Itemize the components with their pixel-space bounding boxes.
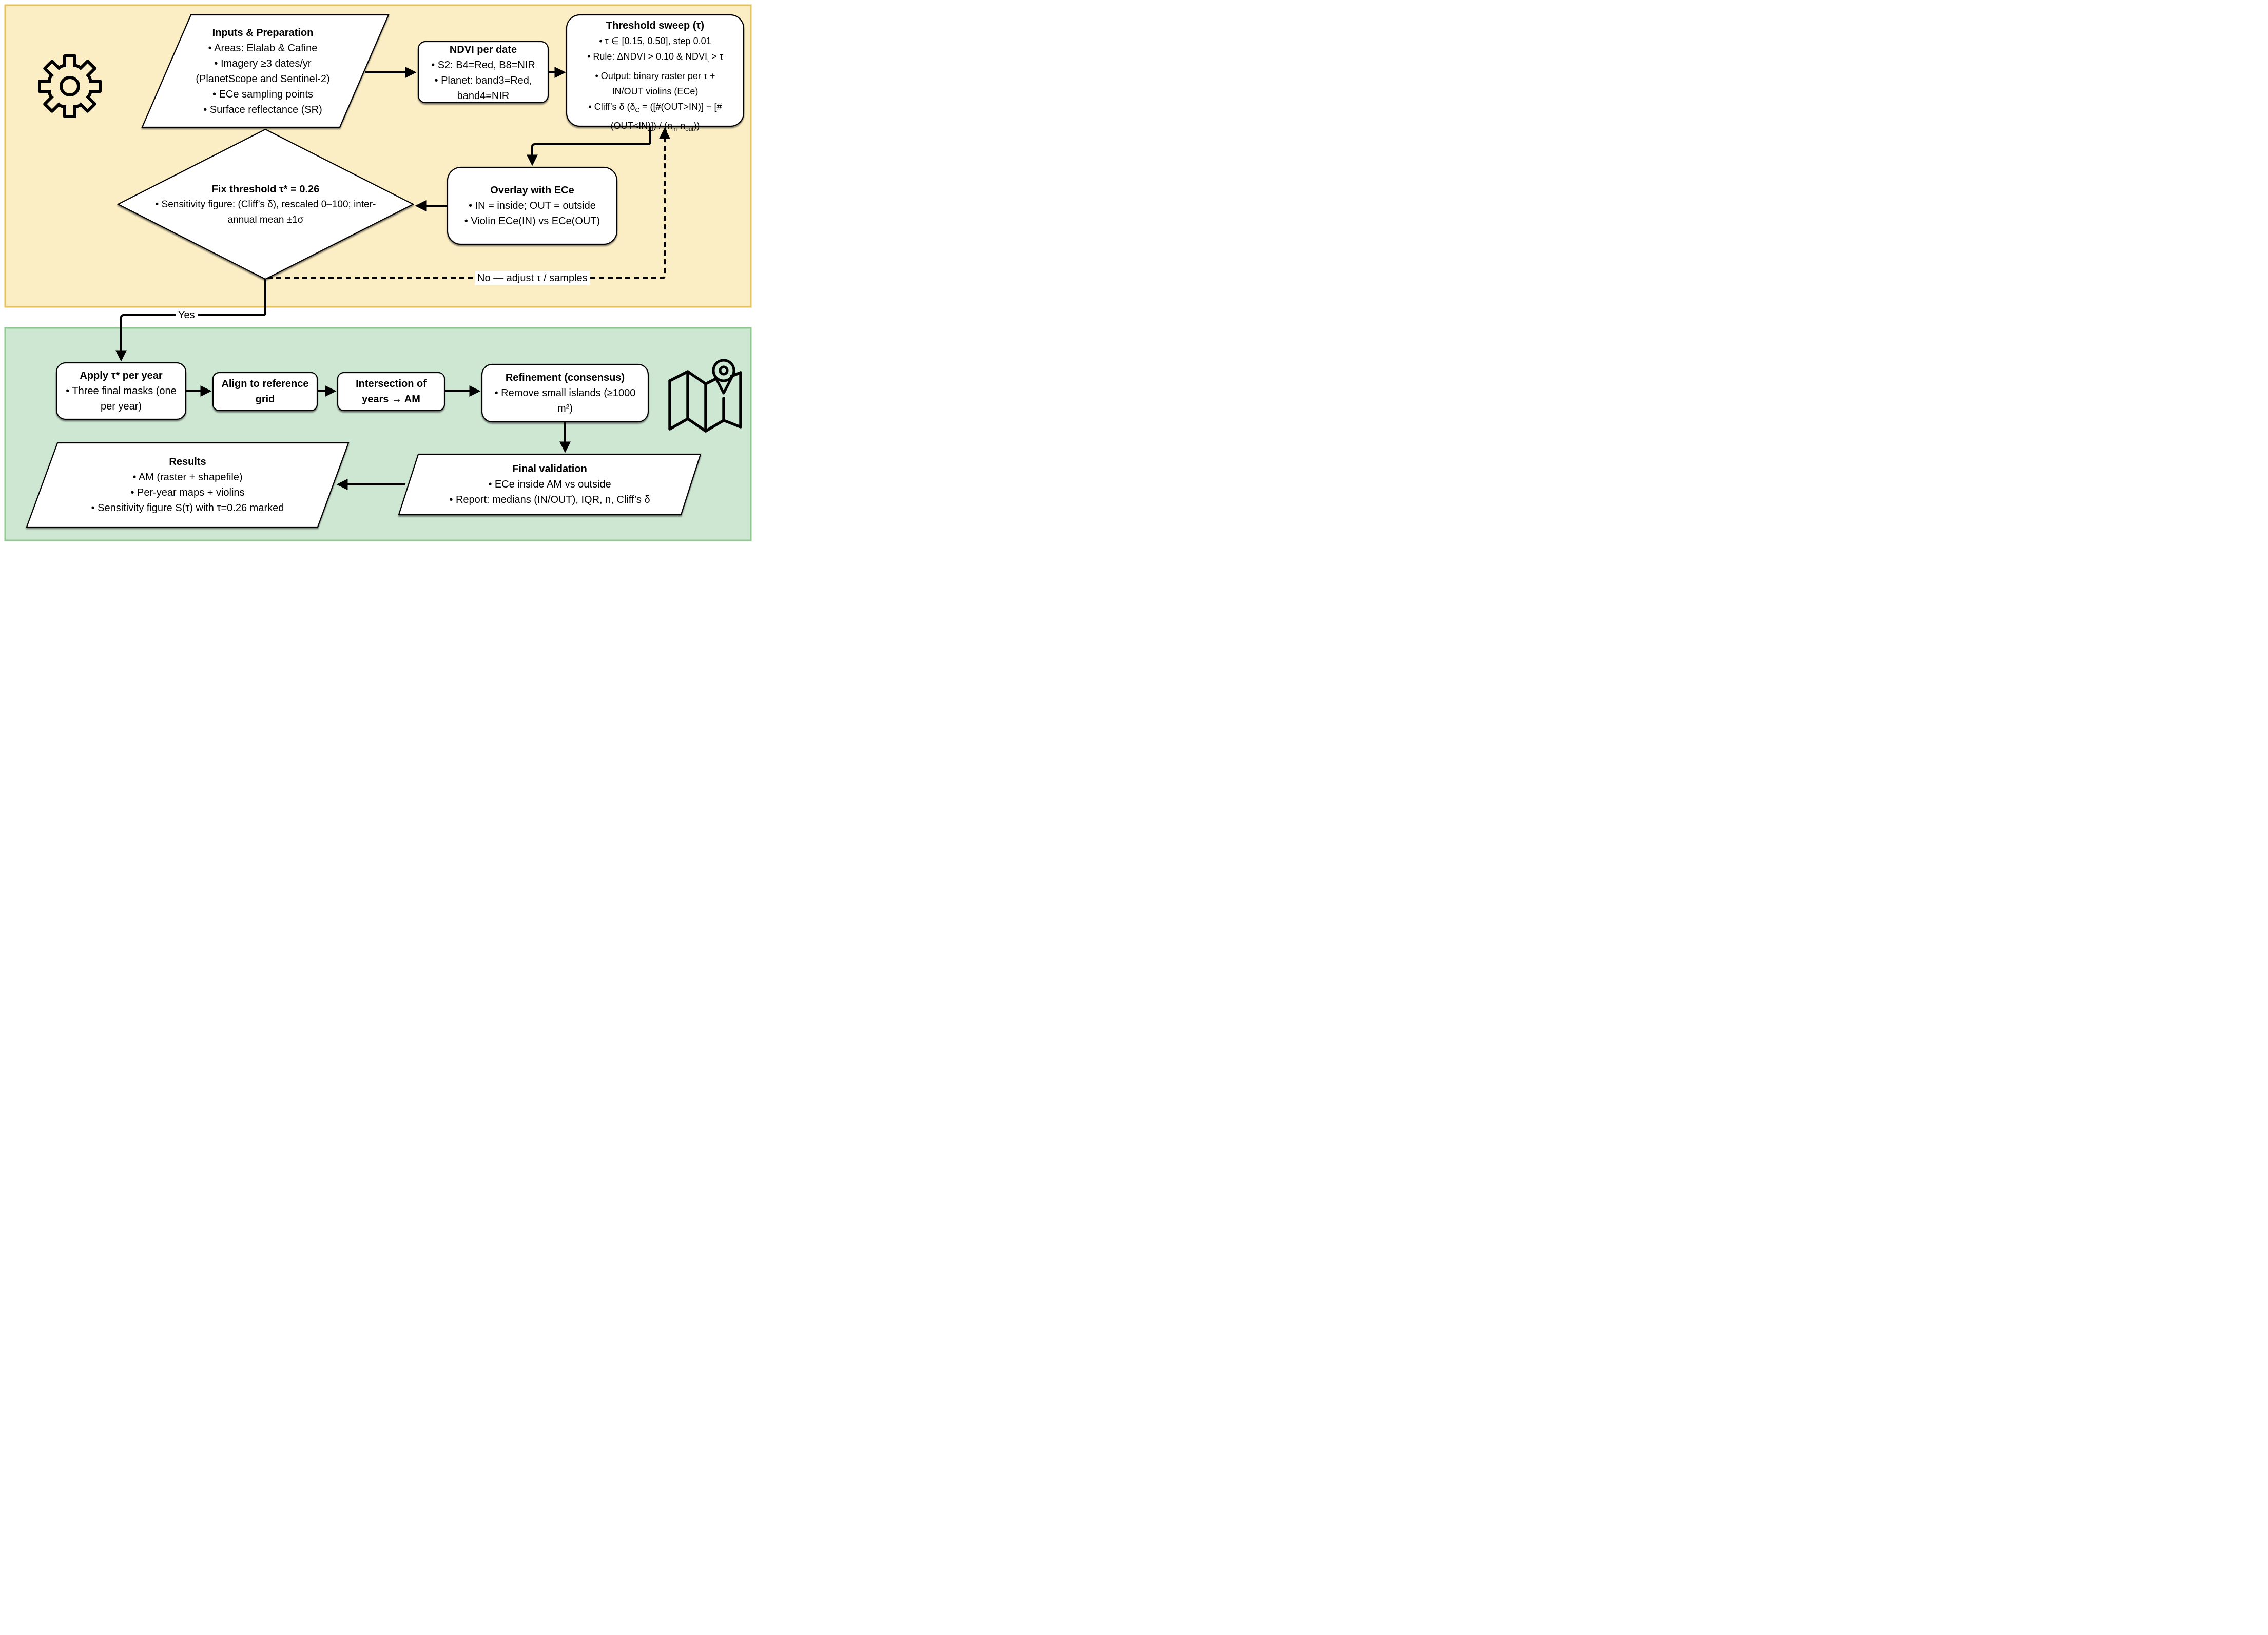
node-inputs-preparation: Inputs & Preparation • Areas: Elalab & C… [152, 25, 373, 118]
shape-apply-box [55, 362, 187, 420]
node-line: • ECe sampling points [212, 89, 313, 100]
node-title: grid [255, 394, 275, 405]
node-line: • Cliff’s δ (δC = ([#(OUT>IN)] − [# [588, 101, 722, 114]
node-line: • Report: medians (IN/OUT), IQR, n, Clif… [449, 494, 650, 505]
node-line: • Surface reflectance (SR) [203, 104, 322, 115]
node-title: Threshold sweep (τ) [606, 20, 705, 31]
node-line: • Rule: ΔNDVI > 0.10 & NDVIt > τ [587, 51, 723, 64]
node-line: per year) [100, 401, 142, 412]
node-title: Inputs & Preparation [212, 27, 314, 38]
node-line: • τ ∈ [0.15, 0.50], step 0.01 [599, 36, 711, 46]
gear-icon [38, 54, 102, 118]
node-title: Fix threshold τ* = 0.26 [211, 184, 320, 195]
node-line: • IN = inside; OUT = outside [469, 200, 596, 211]
node-decision-fix-threshold: Fix threshold τ* = 0.26 • Sensitivity fi… [118, 182, 413, 228]
node-title: NDVI per date [449, 44, 517, 55]
node-title: Final validation [512, 463, 587, 475]
node-title: years → AM [362, 394, 420, 405]
node-line: • Remove small islands (≥1000 [494, 387, 636, 399]
shape-overlay-box [447, 166, 618, 245]
node-intersection-of-years: Intersection of years → AM [338, 376, 444, 407]
shape-final-validation-parallelogram [398, 453, 702, 516]
node-line: • Imagery ≥3 dates/yr [214, 58, 312, 69]
node-threshold-sweep: Threshold sweep (τ) • τ ∈ [0.15, 0.50], … [568, 18, 742, 138]
node-line: (OUT<IN)]) / (nin·nout)) [610, 121, 700, 133]
node-line: • Three final masks (one [66, 385, 177, 397]
shape-align-box [212, 372, 318, 412]
edge-label-yes: Yes [176, 308, 198, 322]
node-align-to-reference-grid: Align to reference grid [213, 376, 317, 407]
node-title: Overlay with ECe [490, 185, 574, 196]
node-line: m²) [557, 403, 573, 414]
node-refinement-consensus: Refinement (consensus) • Remove small is… [482, 370, 648, 416]
node-title: Refinement (consensus) [505, 372, 625, 383]
node-final-validation: Final validation • ECe inside AM vs outs… [399, 461, 701, 508]
node-line: • Per-year maps + violins [130, 487, 245, 498]
shape-decision-diamond [117, 128, 415, 280]
edge-decision-no-to-threshold-dashed [267, 127, 670, 279]
shape-intersection-box [337, 372, 445, 412]
node-title: Results [169, 456, 206, 468]
shape-results-parallelogram [26, 442, 350, 528]
node-title: Intersection of [356, 378, 427, 390]
edge-label-no-adjust: No — adjust τ / samples [475, 271, 590, 285]
node-line: • AM (raster + shapefile) [132, 472, 243, 483]
shape-refinement-box [481, 363, 649, 423]
node-line: • Planet: band3=Red, [434, 75, 532, 86]
node-apply-tau-per-year: Apply τ* per year • Three final masks (o… [56, 368, 186, 414]
node-line: annual mean ±1σ [227, 215, 304, 225]
node-line: IN/OUT violins (ECe) [612, 86, 699, 96]
node-line: • Areas: Elalab & Cafine [208, 43, 318, 54]
shape-inputs-parallelogram [141, 14, 390, 128]
node-line: • Sensitivity figure S(τ) with τ=0.26 ma… [91, 502, 284, 514]
node-line: (PlanetScope and Sentinel-2) [196, 73, 330, 85]
edge-threshold-to-overlay [527, 126, 651, 166]
shape-ndvi-box [417, 41, 549, 104]
node-line: • S2: B4=Red, B8=NIR [431, 60, 535, 71]
map-location-pin-icon [668, 359, 742, 433]
node-title: Apply τ* per year [80, 370, 163, 381]
node-line: • Violin ECe(IN) vs ECe(OUT) [464, 216, 600, 227]
node-title: Align to reference [221, 378, 309, 390]
node-ndvi-per-date: NDVI per date • S2: B4=Red, B8=NIR • Pla… [418, 42, 548, 104]
flowchart-graphics [4, 4, 752, 541]
node-line: • Sensitivity figure: (Cliff’s δ), resca… [155, 199, 376, 210]
shape-threshold-box [566, 14, 745, 127]
flowchart-canvas: Inputs & Preparation • Areas: Elalab & C… [0, 0, 756, 545]
node-line: • Output: binary raster per τ + [595, 70, 715, 81]
node-line: band4=NIR [457, 90, 510, 102]
node-overlay-with-ece: Overlay with ECe • IN = inside; OUT = ou… [448, 183, 617, 229]
node-results: Results • AM (raster + shapefile) • Per-… [27, 454, 348, 516]
node-line: • ECe inside AM vs outside [488, 479, 611, 490]
